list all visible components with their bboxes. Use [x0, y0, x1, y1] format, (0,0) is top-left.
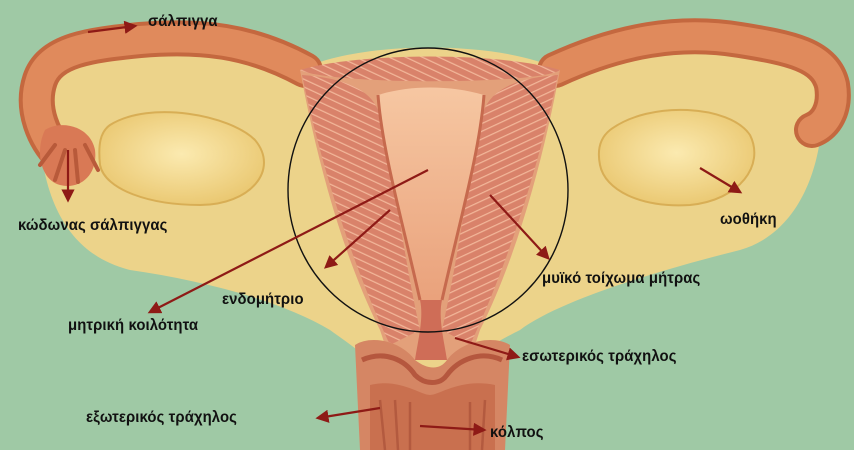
- label-salpinx-funnel: κώδωνας σάλπιγγας: [18, 218, 167, 234]
- label-muscle-wall: μυϊκό τοίχωμα μήτρας: [542, 271, 700, 287]
- label-vagina: κόλπος: [490, 425, 544, 441]
- label-internal-cervix: εσωτερικός τράχηλος: [522, 349, 677, 365]
- label-endometrium: ενδομήτριο: [222, 292, 304, 308]
- label-uterine-cavity: μητρική κοιλότητα: [68, 318, 198, 334]
- label-ovary: ωοθήκη: [720, 212, 777, 228]
- label-salpinx: σάλπιγγα: [148, 14, 218, 30]
- right-ovary: [599, 110, 754, 205]
- label-external-cervix: εξωτερικός τράχηλος: [86, 410, 237, 426]
